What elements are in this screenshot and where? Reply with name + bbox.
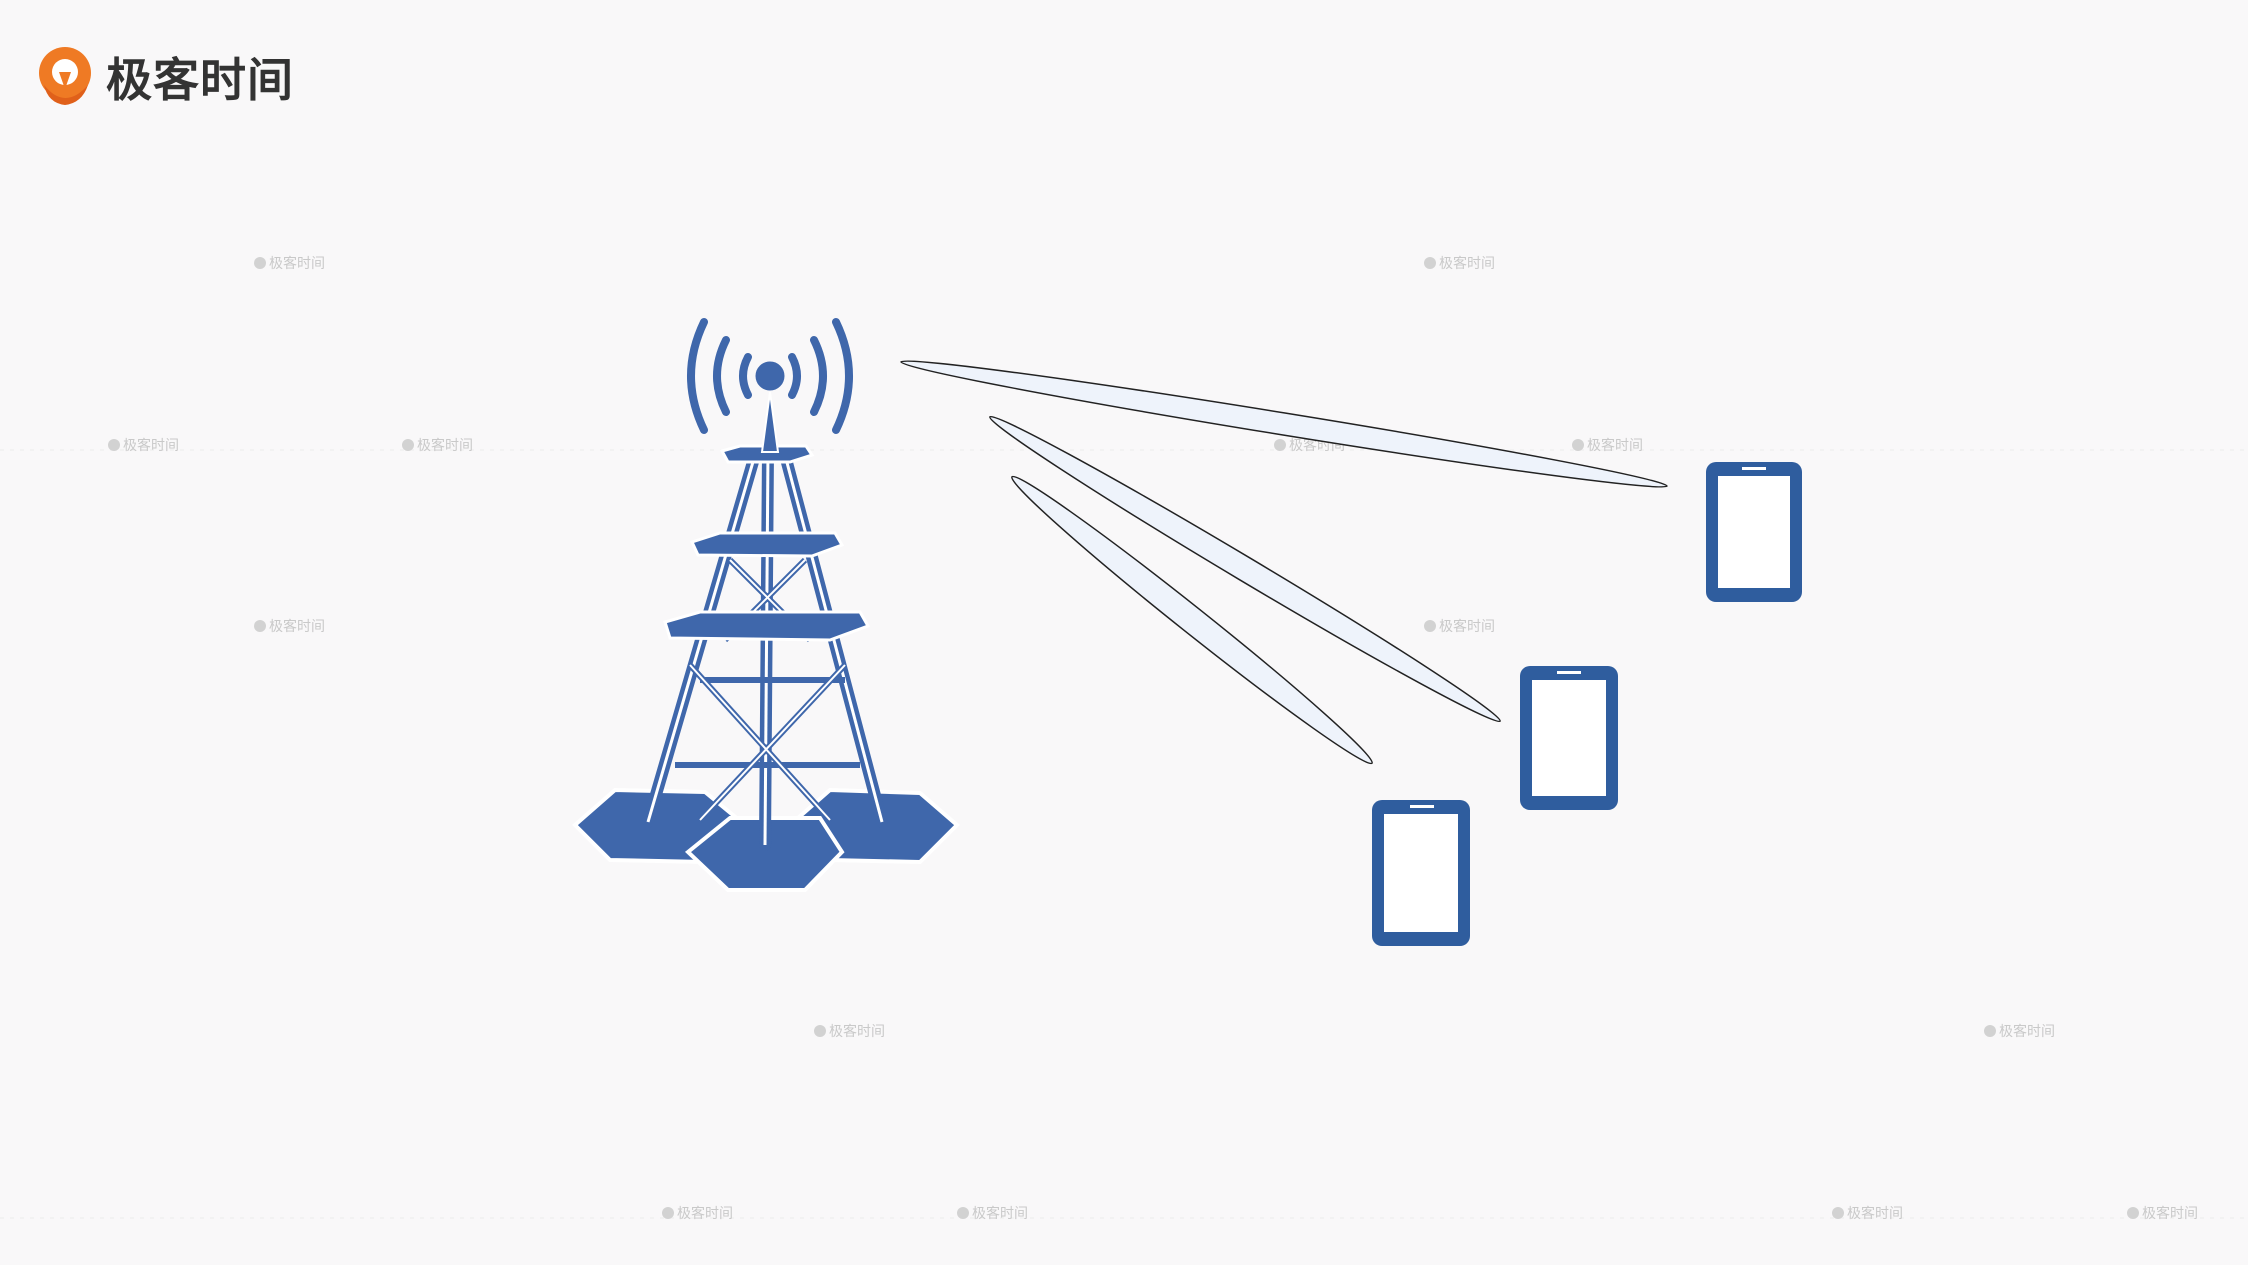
watermark-text: 极客时间 (829, 1023, 885, 1040)
watermark-logo-icon (1274, 439, 1286, 451)
mobile-phones (1372, 462, 1802, 946)
watermark-text: 极客时间 (1439, 618, 1495, 635)
watermark-text: 极客时间 (1587, 437, 1643, 454)
watermark-text: 极客时间 (269, 618, 325, 635)
watermark-text: 极客时间 (1847, 1205, 1903, 1222)
watermark-logo-icon (2127, 1207, 2139, 1219)
watermark-logo-icon (1572, 439, 1584, 451)
mobile-phone-icon-3 (1372, 800, 1470, 946)
watermark-logo-icon (1424, 257, 1436, 269)
watermark-text: 极客时间 (1999, 1023, 2055, 1040)
watermark-logo-icon (402, 439, 414, 451)
watermark-logo-icon (108, 439, 120, 451)
watermark-logo-icon (662, 1207, 674, 1219)
watermark-text: 极客时间 (972, 1205, 1028, 1222)
tower-platform-top (719, 444, 815, 464)
watermark-text: 极客时间 (2142, 1205, 2198, 1222)
watermark-logo-icon (254, 620, 266, 632)
watermark-text: 极客时间 (1439, 255, 1495, 272)
signal-beam-2 (989, 415, 1501, 723)
watermark-logo-icon (1984, 1025, 1996, 1037)
tower-platform-upper (689, 531, 845, 558)
geekbang-logo-icon (39, 47, 91, 105)
tower-platform-lower (663, 610, 871, 642)
watermark-logo-icon (957, 1207, 969, 1219)
brand-name: 极客时间 (106, 53, 294, 107)
base-plate-center (684, 816, 845, 892)
mobile-phone-icon-2 (1520, 666, 1618, 810)
watermark-logo-icon (1424, 620, 1436, 632)
signal-beams (900, 360, 1668, 765)
watermark-logo-icon (1832, 1207, 1844, 1219)
watermark-text: 极客时间 (269, 255, 325, 272)
brand-logo: 极客时间 (36, 44, 294, 110)
antenna-tip (755, 361, 785, 391)
signal-beam-3 (1011, 475, 1373, 765)
watermark-text: 极客时间 (677, 1205, 733, 1222)
watermark-text: 极客时间 (123, 437, 179, 454)
cell-tower-icon (572, 361, 960, 892)
radio-waves-icon (687, 318, 853, 434)
watermark-text: 极客时间 (417, 437, 473, 454)
watermark-logo-icon (814, 1025, 826, 1037)
signal-beam-1 (900, 360, 1668, 488)
mobile-phone-icon-1 (1706, 462, 1802, 602)
watermark-logo-icon (254, 257, 266, 269)
watermark-layer: 极客时间极客时间极客时间极客时间极客时间极客时间极客时间极客时间极客时间极客时间… (0, 255, 2248, 1222)
tower-mast (760, 391, 780, 453)
